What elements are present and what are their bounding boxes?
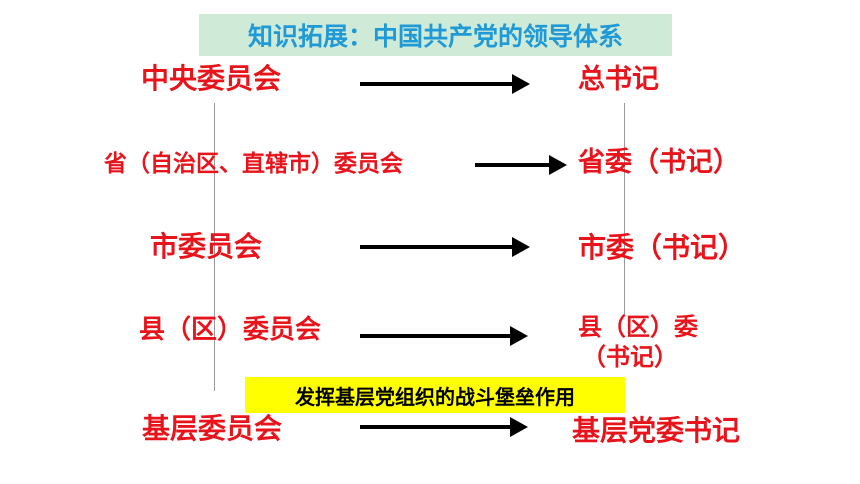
node-city-secretary: 市委（书记） (578, 231, 747, 264)
title-box: 知识拓展：中国共产党的领导体系 (199, 14, 672, 56)
arrow-grassroots (360, 417, 528, 437)
right-connector-line (624, 103, 625, 315)
node-provincial-committee: 省（自治区、直辖市）委员会 (104, 151, 403, 177)
node-provincial-secretary: 省委（书记） (578, 147, 740, 178)
left-connector-line (214, 103, 215, 391)
grassroots-banner: 发挥基层党组织的战斗堡垒作用 (245, 377, 625, 413)
node-county-secretary-line2: （书记） (582, 343, 678, 371)
arrow-city (360, 237, 530, 257)
diagram-title: 知识拓展：中国共产党的领导体系 (247, 22, 623, 51)
arrow-central (360, 74, 530, 94)
node-grassroots-committee: 基层委员会 (142, 412, 283, 445)
node-city-committee: 市委员会 (150, 230, 263, 263)
arrow-provincial (475, 155, 567, 175)
arrow-county (360, 326, 528, 346)
node-county-secretary-line1: 县（区）委 (578, 313, 698, 341)
node-general-secretary: 总书记 (578, 64, 659, 95)
node-central-committee: 中央委员会 (141, 62, 282, 95)
node-grassroots-secretary: 基层党委书记 (572, 414, 741, 447)
node-county-committee: 县（区）委员会 (139, 315, 322, 345)
banner-text: 发挥基层党组织的战斗堡垒作用 (295, 384, 575, 409)
